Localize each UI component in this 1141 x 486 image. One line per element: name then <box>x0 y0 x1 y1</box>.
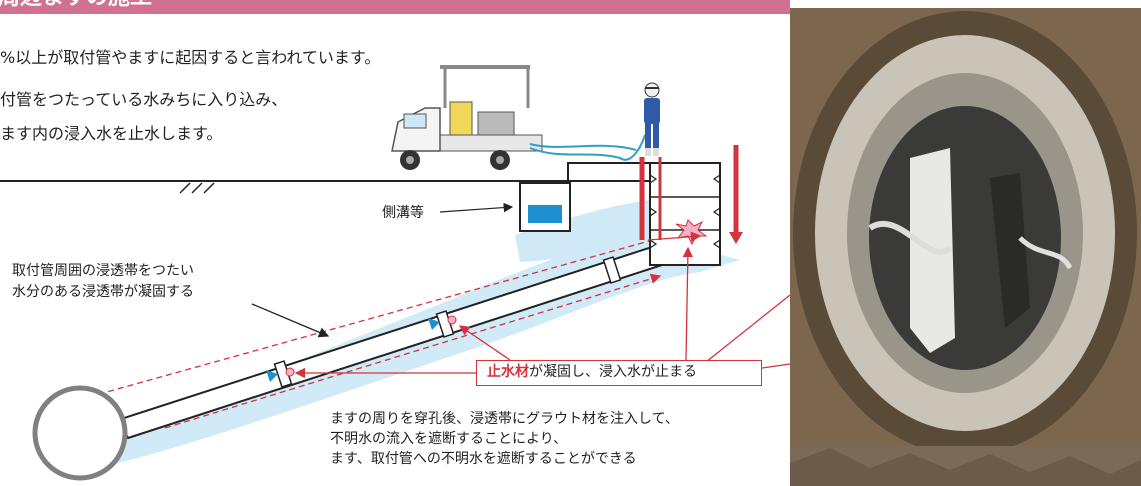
worker-icon <box>644 82 660 156</box>
seepage-boundary-upper <box>59 237 661 406</box>
side-ditch <box>519 182 571 232</box>
intro-line-3: ます内の浸入水を止水します。 <box>0 124 223 143</box>
bottom-note-line-2: 不明水の流入を遮断することにより、 <box>330 431 568 447</box>
bottom-note-line-3: ます、取付管への不明水を遮断することができる <box>330 451 637 467</box>
main-sewer-pipe <box>32 385 128 481</box>
hose <box>529 134 646 161</box>
callout-box: 止水材が凝固し、浸入水が止まる <box>476 360 762 386</box>
side-ditch-label: 側溝等 <box>382 205 424 221</box>
intro-line-1: %以上が取付管やますに起因すると言われています。 <box>0 48 381 67</box>
callout-arrows <box>294 246 790 379</box>
seepage-desc-pointer <box>251 303 330 338</box>
intro-line-2: 付管をつたっている水みちに入り込み、 <box>0 90 288 109</box>
ground-hatch <box>179 182 215 194</box>
seepage-desc-line-2: 水分のある浸透帯が凝固する <box>12 284 194 300</box>
truck-icon <box>391 65 543 170</box>
header-bar <box>0 0 790 14</box>
page-title: 周辺ますの施工 <box>0 0 152 13</box>
injection-rods <box>639 145 743 244</box>
seepage-boundary-lower <box>164 273 662 429</box>
construction-diagram <box>0 65 790 481</box>
bottom-note-line-1: ますの周りを穿孔後、浸透帯にグラウト材を注入して、 <box>330 411 679 427</box>
callout-text: が凝固し、浸入水が止まる <box>529 364 697 380</box>
manhole-photo <box>790 8 1141 486</box>
side-ditch-pointer <box>439 202 514 213</box>
callout-highlight: 止水材 <box>487 364 529 380</box>
grout-point-lower <box>266 367 295 382</box>
seepage-zone-top <box>515 200 660 262</box>
seepage-desc-line-1: 取付管周囲の浸透帯をつたい <box>12 263 194 279</box>
grout-point-upper <box>428 315 457 330</box>
